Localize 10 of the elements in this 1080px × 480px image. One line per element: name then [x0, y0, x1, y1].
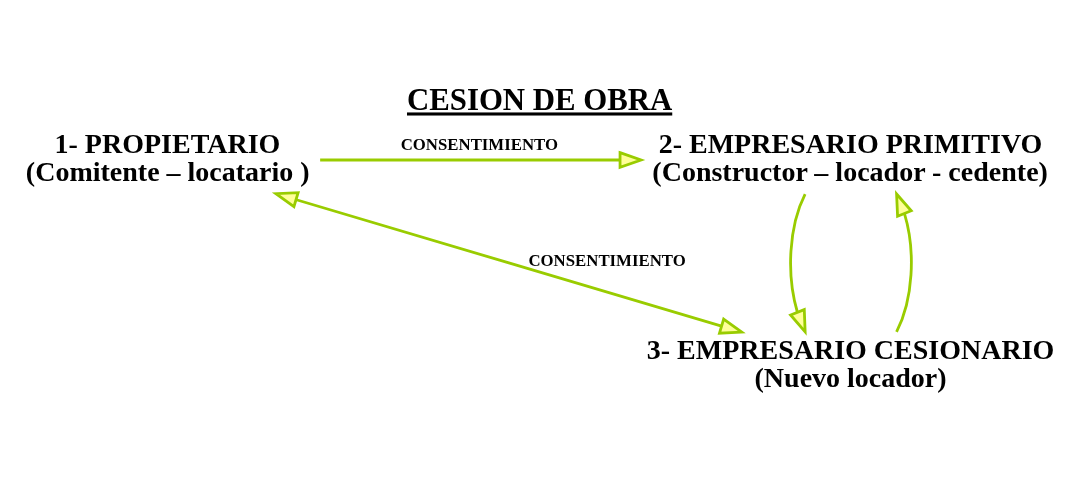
arrow	[895, 189, 914, 332]
node-text: 1- PROPIETARIO (Comitente – locatario )	[25, 127, 310, 187]
arrow	[320, 150, 646, 169]
edge-label: CONSENTIMIENTO	[528, 250, 686, 270]
diagram-title: CESION DE OBRA	[407, 82, 673, 117]
node-text: 2- EMPRESARIO PRIMITIVO (Constructor – locador - cedente)	[652, 127, 1048, 187]
node-text: 3- EMPRESARIO CESIONARIO (Nuevo locador)	[646, 333, 1055, 393]
edge-label: CONSENTIMIENTO	[400, 134, 558, 154]
arrow	[271, 190, 746, 335]
arrow	[788, 192, 807, 336]
